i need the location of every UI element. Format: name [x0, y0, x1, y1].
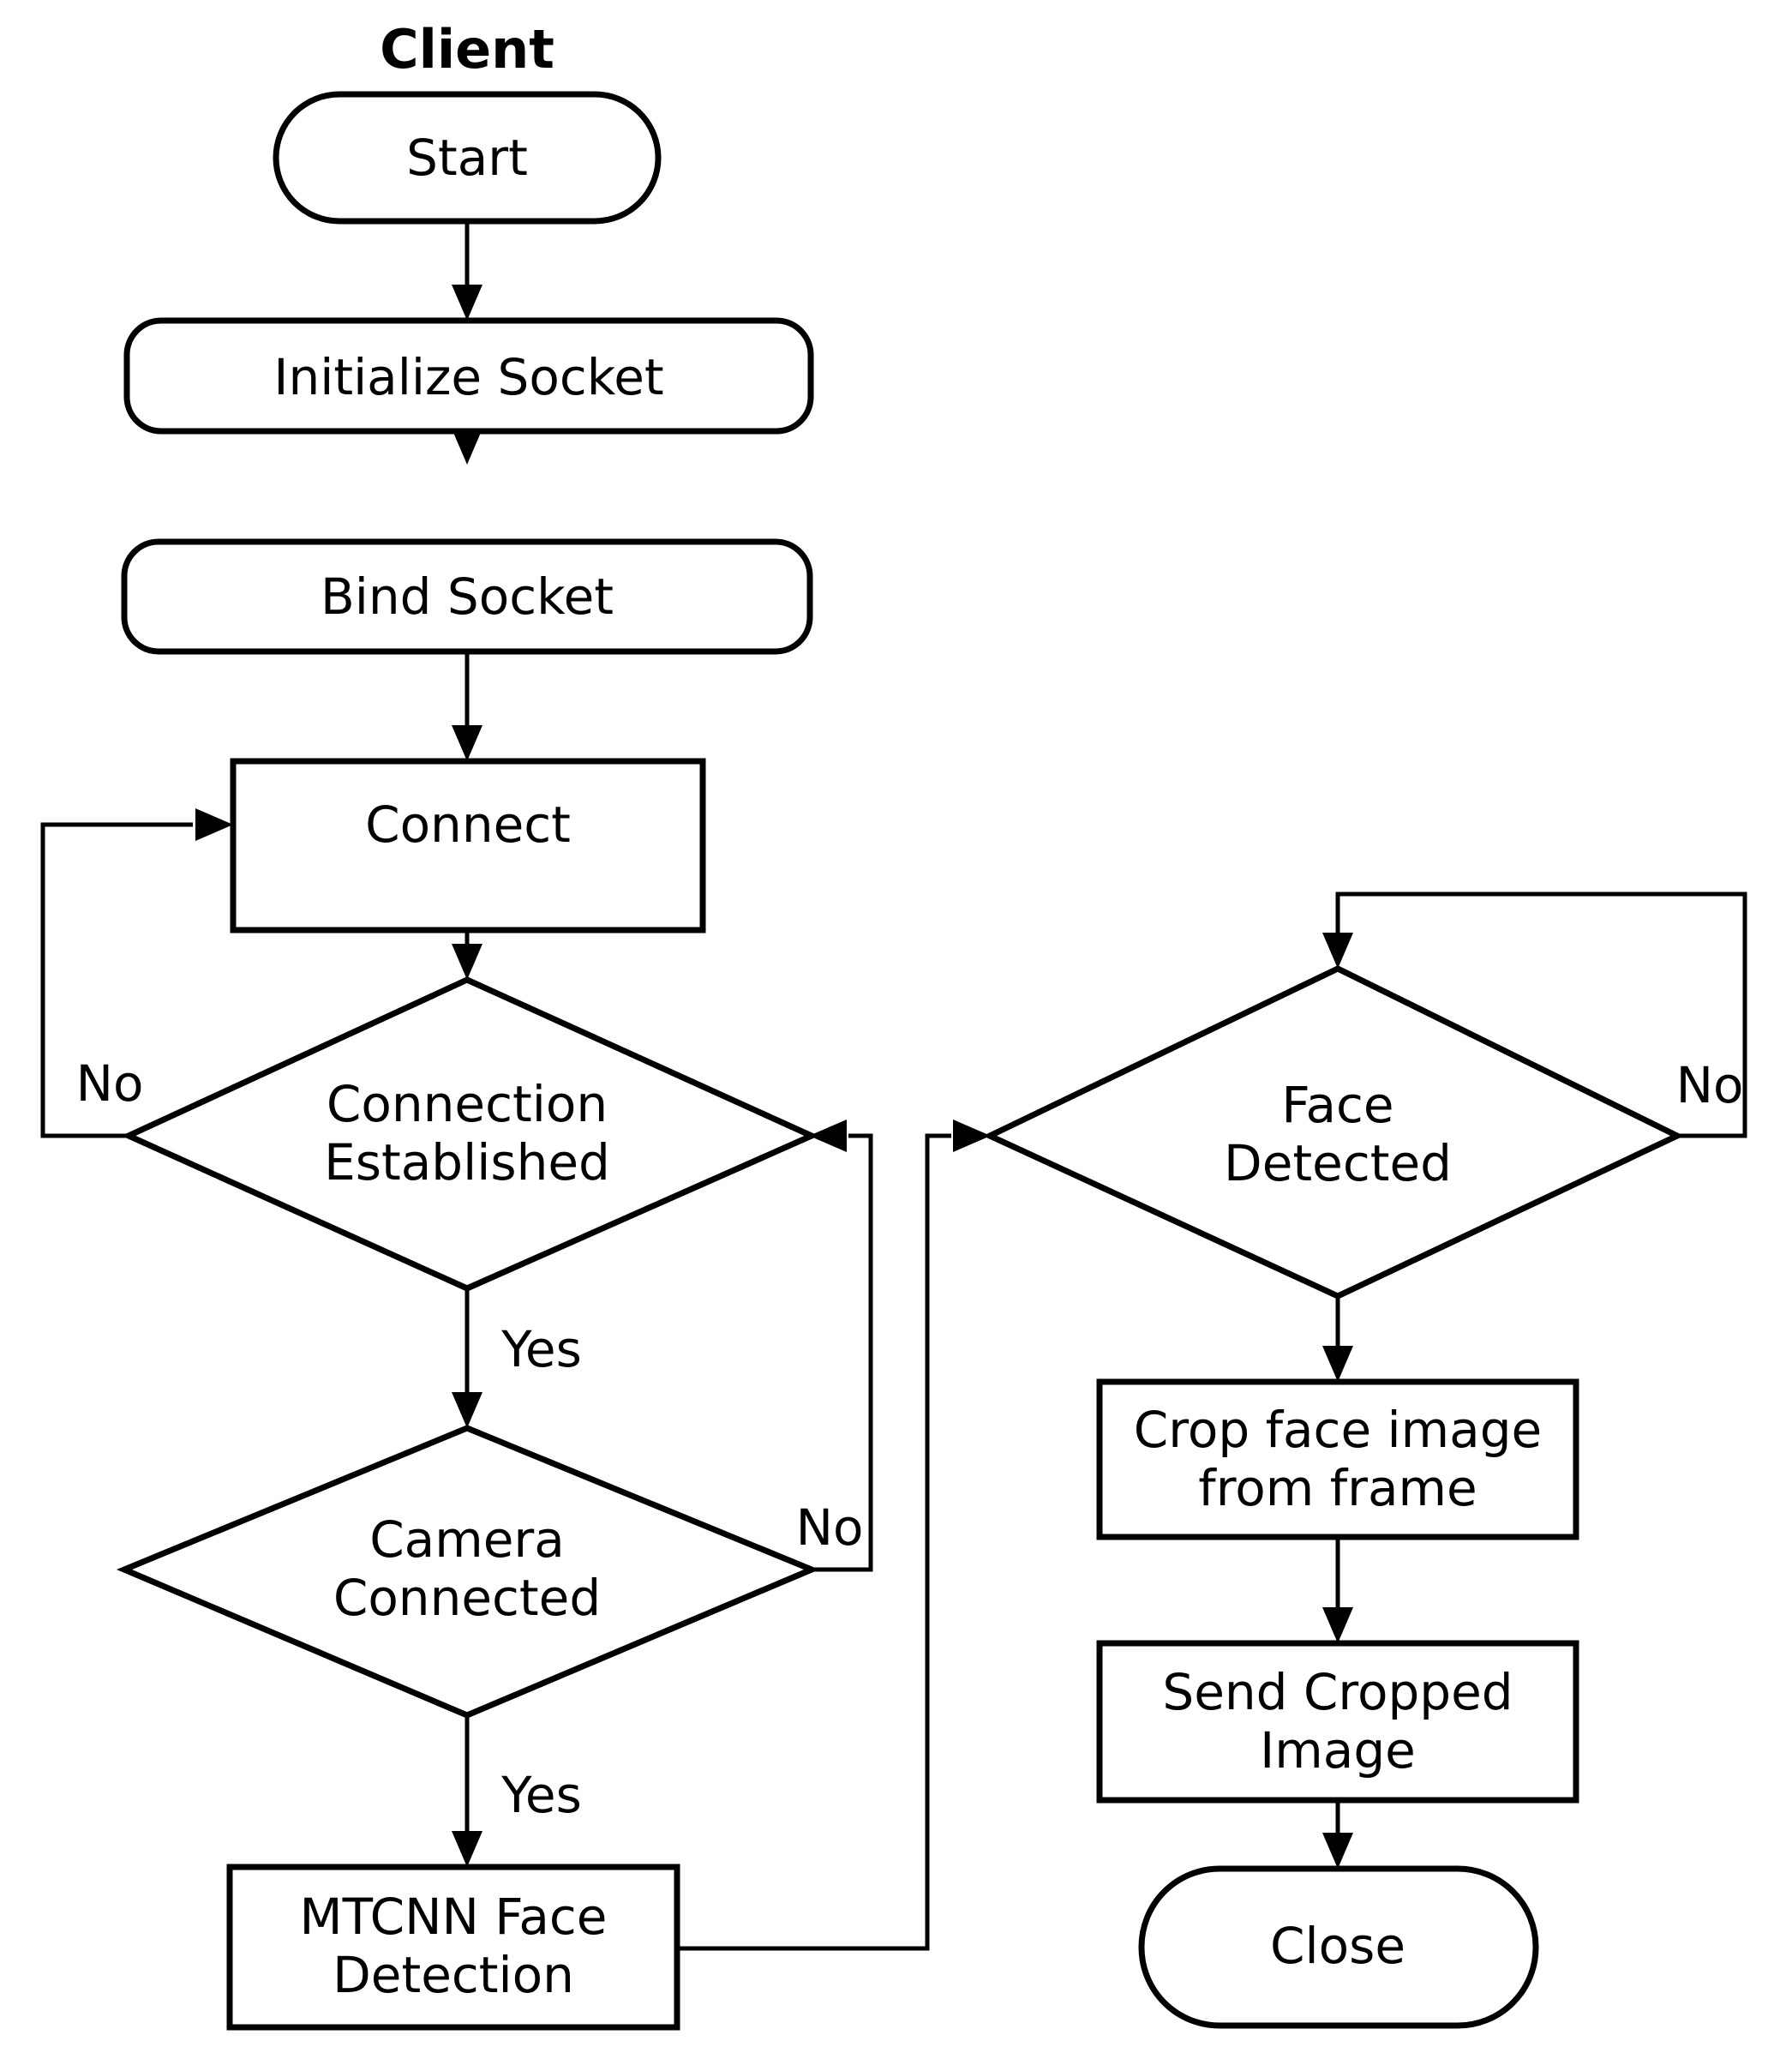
connector-layer — [40, 221, 1747, 1951]
node-crop-face-image[interactable]: Crop face image from frame — [1096, 1378, 1579, 1540]
edge-face-detected-to-crop-face — [1322, 1294, 1353, 1382]
node-send-cropped-image-label-line2: Image — [1260, 1721, 1416, 1780]
node-connection-established-shape[interactable] — [121, 976, 819, 1292]
node-connect-shape[interactable] — [230, 758, 706, 933]
edge-label-layer: No Yes No Yes No — [76, 1054, 1744, 1824]
edge-camera-connected-yes-to-mtcnn — [452, 1714, 482, 1867]
node-close-label: Close — [1270, 1917, 1405, 1975]
node-initialize-socket[interactable]: Initialize Socket — [123, 317, 814, 435]
edge-camera-connected-no-to-connection-established — [809, 1120, 873, 1572]
node-face-detected-label-line1: Face — [1281, 1076, 1393, 1134]
node-face-detected[interactable]: Face Detected — [982, 965, 1685, 1300]
node-connect-label: Connect — [365, 795, 571, 854]
edge-connect-to-connection-established — [452, 930, 482, 980]
node-send-cropped-image[interactable]: Send Cropped Image — [1096, 1640, 1579, 1804]
edge-label-connection-established-no: No — [76, 1054, 144, 1113]
edge-label-connection-established-yes: Yes — [500, 1320, 582, 1378]
node-close-shape[interactable] — [1138, 1865, 1539, 2029]
node-start[interactable]: Start — [273, 91, 662, 225]
node-crop-face-image-label-line2: from frame — [1198, 1459, 1477, 1517]
edge-connection-established-yes-to-camera-connected — [452, 1286, 482, 1428]
node-close[interactable]: Close — [1138, 1865, 1539, 2029]
edge-mtcnn-to-face-detected — [677, 1120, 991, 1951]
node-connection-established[interactable]: Connection Established — [121, 976, 819, 1292]
node-camera-connected[interactable]: Camera Connected — [116, 1425, 820, 1719]
node-initialize-socket-shape[interactable] — [123, 317, 814, 435]
node-initialize-socket-label: Initialize Socket — [273, 348, 663, 406]
node-crop-face-image-shape[interactable] — [1096, 1378, 1579, 1540]
node-bind-socket-label: Bind Socket — [321, 567, 614, 626]
node-camera-connected-label-line1: Camera — [369, 1510, 565, 1569]
node-start-label: Start — [406, 129, 528, 187]
edge-face-detected-no-loop — [1322, 891, 1747, 1138]
node-mtcnn-face-detection-label-line1: MTCNN Face — [300, 1888, 608, 1946]
edge-label-camera-connected-no: No — [796, 1498, 864, 1557]
node-mtcnn-face-detection-shape[interactable] — [226, 1864, 680, 2031]
node-camera-connected-shape[interactable] — [116, 1425, 820, 1719]
edge-send-cropped-to-close — [1322, 1800, 1353, 1869]
edge-connection-established-no-to-connect — [40, 808, 233, 1138]
node-crop-face-image-label-line1: Crop face image — [1134, 1401, 1542, 1459]
node-start-shape[interactable] — [273, 91, 662, 225]
node-mtcnn-face-detection-label-line2: Detection — [333, 1946, 574, 2004]
node-connect[interactable]: Connect — [230, 758, 706, 933]
node-face-detected-shape[interactable] — [982, 965, 1685, 1300]
edge-crop-face-to-send-cropped — [1322, 1537, 1353, 1643]
node-face-detected-label-line2: Detected — [1224, 1134, 1452, 1192]
node-send-cropped-image-shape[interactable] — [1096, 1640, 1579, 1804]
node-send-cropped-image-label-line1: Send Cropped — [1162, 1663, 1513, 1721]
edge-label-camera-connected-yes: Yes — [500, 1766, 582, 1824]
edge-start-to-initialize-socket — [452, 221, 482, 321]
edge-label-face-detected-no: No — [1676, 1056, 1744, 1114]
node-bind-socket[interactable]: Bind Socket — [121, 538, 813, 655]
node-camera-connected-label-line2: Connected — [333, 1569, 601, 1627]
column-title-client: Client — [380, 18, 554, 81]
node-connection-established-label-line1: Connection — [327, 1075, 608, 1133]
node-connection-established-label-line2: Established — [324, 1133, 610, 1192]
node-bind-socket-shape[interactable] — [121, 538, 813, 655]
node-mtcnn-face-detection[interactable]: MTCNN Face Detection — [226, 1864, 680, 2031]
